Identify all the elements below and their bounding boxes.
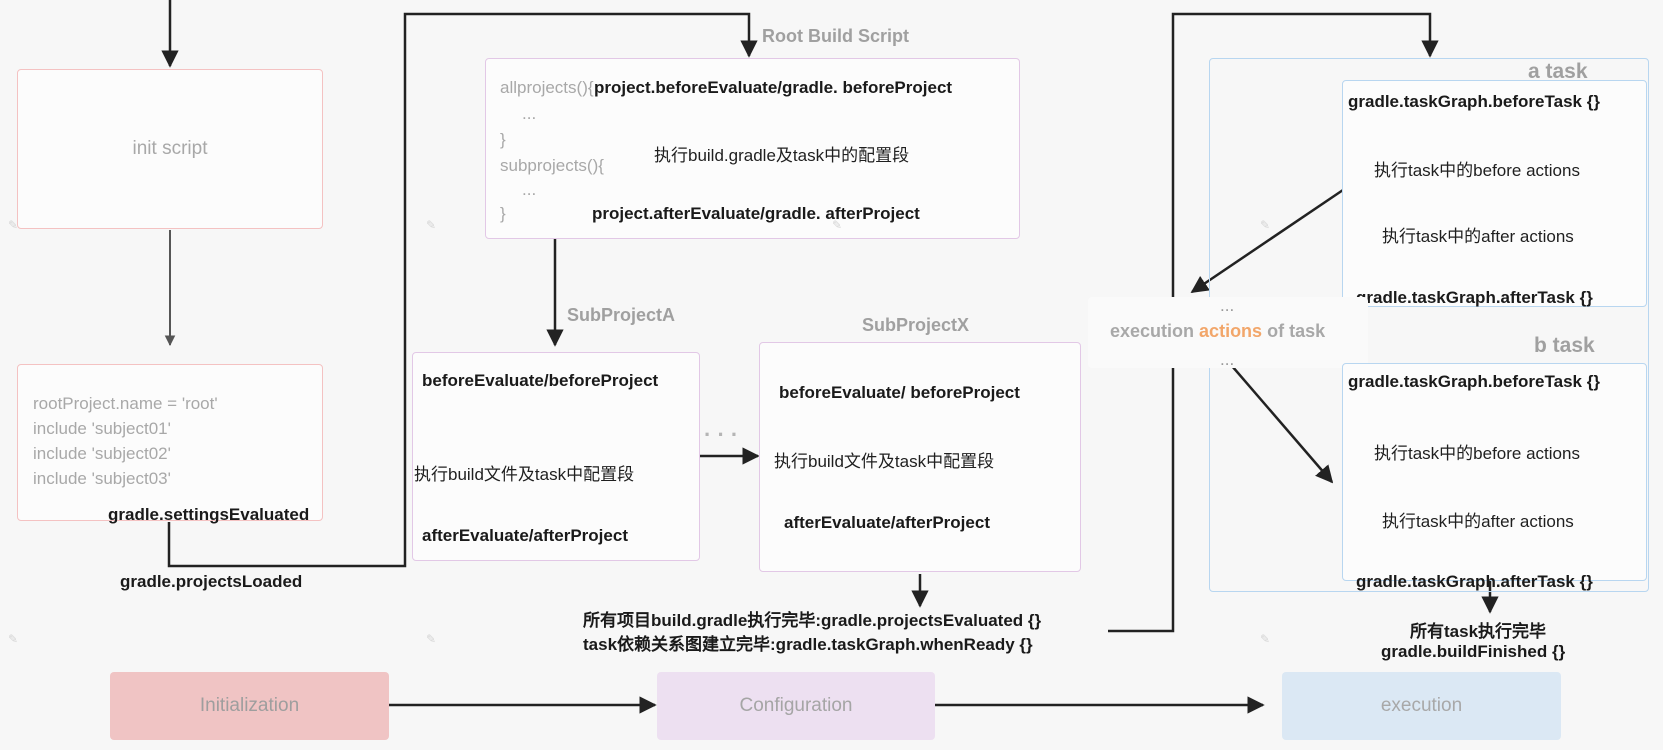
subproject-x-label: SubProjectX xyxy=(862,315,970,335)
execution-dots-top: ... xyxy=(1220,296,1235,315)
settings-box xyxy=(17,364,323,521)
root-exec-config-step: 执行build.gradle及task中的配置段 xyxy=(654,146,910,165)
all-tasks-finished-text: 所有task执行完毕 xyxy=(1410,622,1547,641)
stage-execution: execution xyxy=(1282,672,1561,740)
root-code-line: } xyxy=(500,204,506,223)
a-task-box xyxy=(1342,80,1647,307)
settings-line: rootProject.name = 'root' xyxy=(33,394,218,413)
execution-actions-box xyxy=(1088,297,1368,368)
settings-evaluated-hook: gradle.settingsEvaluated xyxy=(108,505,310,524)
settings-line: include 'subject01' xyxy=(33,419,171,438)
ellipsis-more-subprojects: · · · xyxy=(704,422,739,447)
pencil-icon: ✎ xyxy=(832,218,843,232)
init-script-label: init script xyxy=(132,138,208,159)
stage-configuration: Configuration xyxy=(657,672,935,740)
subproject-x-before-hook: beforeEvaluate/ beforeProject xyxy=(779,383,1020,402)
settings-line: include 'subject03' xyxy=(33,469,171,488)
a-task-after-task-hook: gradle.taskGraph.afterTask {} xyxy=(1356,288,1593,307)
pencil-icon: ✎ xyxy=(1260,632,1271,646)
root-code-line: ... xyxy=(522,104,537,123)
b-task-after-task-hook: gradle.taskGraph.afterTask {} xyxy=(1356,572,1593,591)
a-task-label: a task xyxy=(1528,60,1588,83)
subproject-x-after-hook: afterEvaluate/afterProject xyxy=(784,513,990,532)
task-graph-ready-hook: task依赖关系图建立完毕:gradle.taskGraph.whenReady… xyxy=(583,635,1033,654)
root-before-evaluate-hook: project.beforeEvaluate/gradle. beforePro… xyxy=(594,78,953,97)
root-after-evaluate-hook: project.afterEvaluate/gradle. afterProje… xyxy=(592,204,920,223)
pencil-icon: ✎ xyxy=(426,632,437,646)
pencil-icon: ✎ xyxy=(8,632,19,646)
subproject-a-exec-step: 执行build文件及task中配置段 xyxy=(414,465,635,484)
projects-loaded-hook: gradle.projectsLoaded xyxy=(120,572,303,591)
stage-initialization: Initialization xyxy=(110,672,389,740)
pencil-icon: ✎ xyxy=(426,218,437,232)
a-task-before-actions-step: 执行task中的before actions xyxy=(1374,161,1580,180)
init-script-box: init script xyxy=(17,69,323,229)
root-build-script-label: Root Build Script xyxy=(762,26,909,46)
execution-dots-bottom: ... xyxy=(1220,350,1235,369)
subproject-a-box xyxy=(412,352,700,561)
b-task-before-actions-step: 执行task中的before actions xyxy=(1374,444,1580,463)
root-code-line: allprojects(){ xyxy=(500,78,594,97)
subproject-a-label: SubProjectA xyxy=(567,305,676,325)
subproject-a-after-hook: afterEvaluate/afterProject xyxy=(422,526,628,545)
build-finished-hook: gradle.buildFinished {} xyxy=(1381,642,1566,661)
b-task-before-task-hook: gradle.taskGraph.beforeTask {} xyxy=(1348,372,1600,391)
subproject-a-before-hook: beforeEvaluate/beforeProject xyxy=(422,371,659,390)
subproject-x-box xyxy=(759,342,1081,572)
arrow-execution-to-b-task xyxy=(1231,365,1334,484)
settings-line: include 'subject02' xyxy=(33,444,171,463)
root-code-line: ... xyxy=(522,180,537,199)
a-task-after-actions-step: 执行task中的after actions xyxy=(1382,227,1574,246)
root-build-script-box xyxy=(485,58,1020,239)
pencil-icon: ✎ xyxy=(1260,218,1271,232)
b-task-box xyxy=(1342,363,1647,581)
execution-actions-label: execution actions of task xyxy=(1110,321,1326,341)
arrow-a-task-to-execution xyxy=(1190,188,1344,294)
root-code-line: subprojects(){ xyxy=(500,156,604,175)
projects-evaluated-hook: 所有项目build.gradle执行完毕:gradle.projectsEval… xyxy=(583,611,1042,630)
wire-settings-to-root xyxy=(167,12,758,568)
b-task-label: b task xyxy=(1534,334,1595,357)
root-code-line: } xyxy=(500,130,506,149)
pencil-icon: ✎ xyxy=(8,218,19,232)
b-task-after-actions-step: 执行task中的after actions xyxy=(1382,512,1574,531)
subproject-x-exec-step: 执行build文件及task中配置段 xyxy=(774,452,995,471)
wire-evaluated-to-exec xyxy=(1108,12,1439,633)
a-task-before-task-hook: gradle.taskGraph.beforeTask {} xyxy=(1348,92,1600,111)
